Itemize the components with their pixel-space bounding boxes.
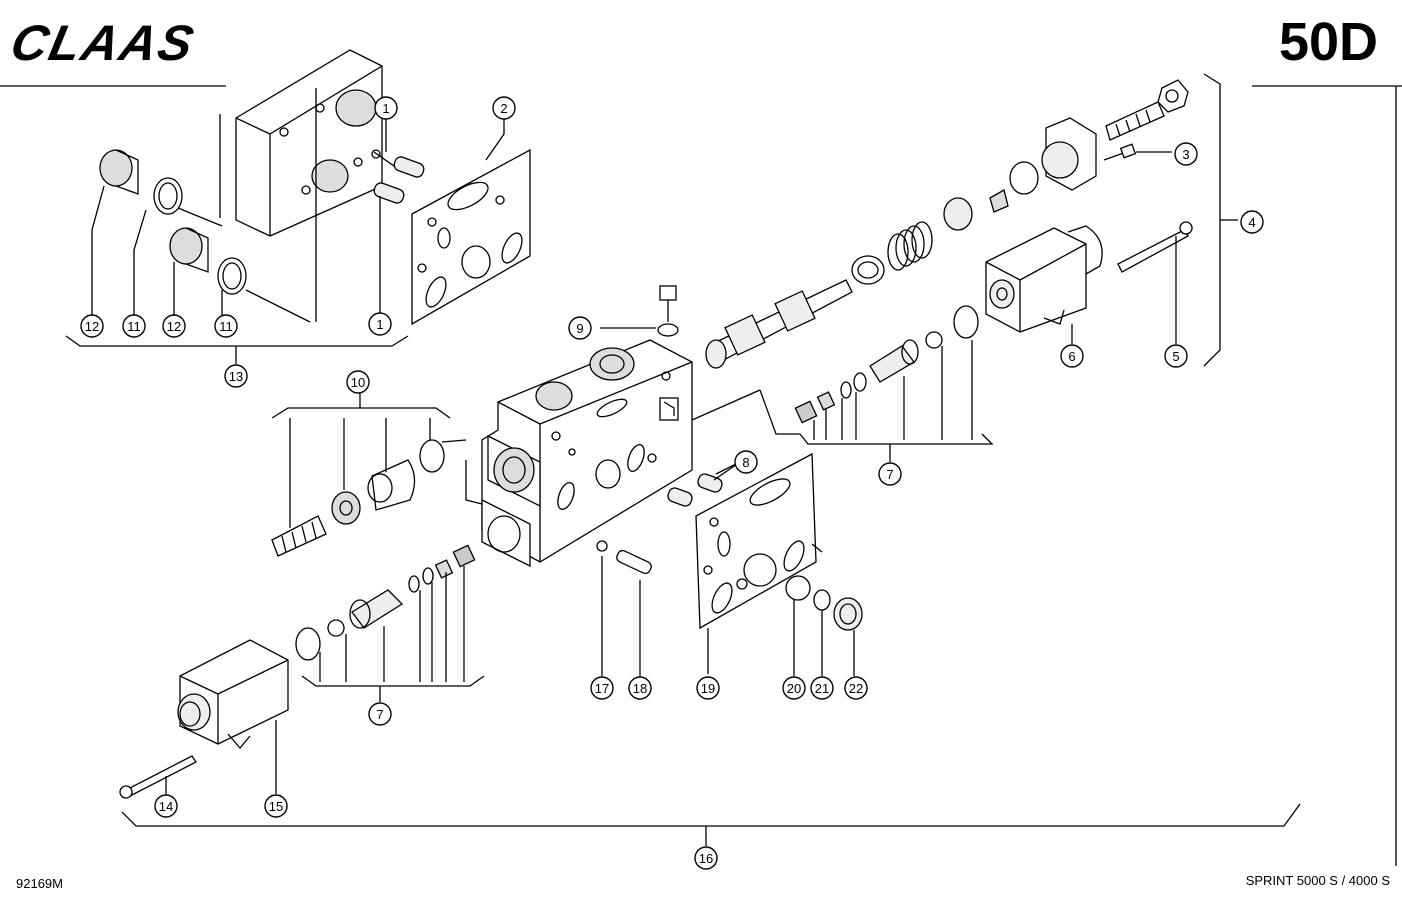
callout-number: 21 [815,681,829,696]
callout-1: 1 [374,96,398,120]
callout-7: 7 [368,702,392,726]
callout-3: 3 [1174,142,1198,166]
spool-assembly [705,73,1238,369]
callout-15: 15 [264,794,288,818]
callout-number: 5 [1172,349,1179,364]
callout-number: 11 [219,319,233,334]
callout-number: 15 [269,799,283,814]
callout-8: 8 [734,450,758,474]
callout-number: 12 [167,319,181,334]
callout-10: 10 [346,370,370,394]
callout-number: 6 [1068,349,1075,364]
callout-number: 4 [1248,215,1255,230]
callout-number: 18 [633,681,647,696]
callout-7: 7 [878,462,902,486]
callout-11: 11 [122,314,146,338]
callout-12: 12 [80,314,104,338]
callout-2: 2 [492,96,516,120]
sheet-frame [0,85,1402,866]
callout-19: 19 [696,676,720,700]
callout-number: 16 [699,851,713,866]
check-valve-left [295,544,485,702]
gasket-right [667,452,823,674]
callout-1: 1 [368,312,392,336]
spring [887,221,933,271]
callout-number: 3 [1182,147,1189,162]
callout-number: 8 [742,455,749,470]
valve-body [465,285,800,568]
relief-valve-left [271,392,467,557]
callout-number: 22 [849,681,863,696]
callout-14: 14 [154,794,178,818]
cover-plate-assembly [65,49,531,364]
callout-13: 13 [224,364,248,388]
callout-21: 21 [810,676,834,700]
callout-17: 17 [590,676,614,700]
callout-number: 2 [500,101,507,116]
callout-20: 20 [782,676,806,700]
callout-12: 12 [162,314,186,338]
check-valve-right [794,331,994,462]
callout-number: 7 [886,467,893,482]
ball-plug-set [785,575,863,676]
page-code: 50D [1278,12,1378,72]
callout-number: 9 [576,321,583,336]
callout-number: 19 [701,681,715,696]
drawing-number: 92169M [16,876,63,891]
callout-number: 1 [382,101,389,116]
callout-number: 20 [787,681,801,696]
callout-6: 6 [1060,344,1084,368]
callout-number: 17 [595,681,609,696]
callout-18: 18 [628,676,652,700]
callout-9: 9 [568,316,592,340]
model-label: SPRINT 5000 S / 4000 S [1245,873,1390,888]
callout-number: 14 [159,799,173,814]
callout-number: 1 [376,317,383,332]
callout-4: 4 [1240,210,1264,234]
callout-11: 11 [214,314,238,338]
pin-set [596,540,652,676]
assembly-bracket [121,803,1301,827]
callout-number: 13 [229,369,243,384]
solenoid-lower [119,639,289,799]
callout-number: 10 [351,375,365,390]
callout-16: 16 [694,846,718,870]
adjust-screw [1105,79,1189,141]
callout-5: 5 [1164,344,1188,368]
callout-number: 11 [127,319,141,334]
callout-number: 12 [85,319,99,334]
callout-22: 22 [844,676,868,700]
callout-number: 7 [376,707,383,722]
